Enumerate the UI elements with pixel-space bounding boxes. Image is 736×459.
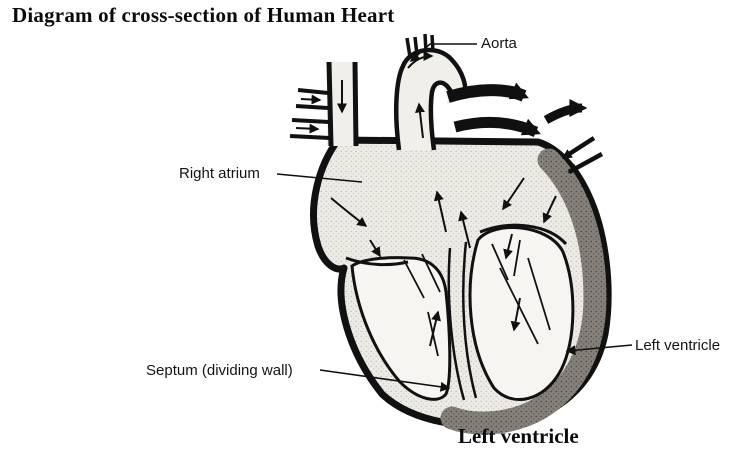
blood-flow-arrows: [295, 51, 557, 347]
left-ventricle-chamber: [468, 226, 575, 402]
right-ventricle-chamber: [350, 256, 452, 401]
pulmonary-veins: [561, 136, 604, 174]
bottom-caption: Left ventricle: [458, 424, 579, 448]
label-septum: Septum (dividing wall): [146, 362, 293, 379]
septum-wall: [447, 241, 478, 401]
label-left-ventricle: Left ventricle: [635, 337, 721, 354]
leader-left-ventricle: [565, 344, 633, 356]
label-right-atrium: Right atrium: [179, 165, 260, 182]
leader-right-atrium: [276, 173, 363, 183]
leader-aorta: [409, 43, 477, 63]
leader-septum: [319, 369, 451, 392]
superior-vena-cava: [289, 61, 359, 147]
left-ventricle-wall: [440, 148, 607, 435]
page-title: Diagram of cross-section of Human Heart: [12, 3, 395, 27]
pulmonary-artery: [446, 82, 588, 138]
label-aorta: Aorta: [481, 35, 517, 52]
heart-chambers: [345, 223, 575, 402]
leader-lines: [276, 43, 633, 392]
